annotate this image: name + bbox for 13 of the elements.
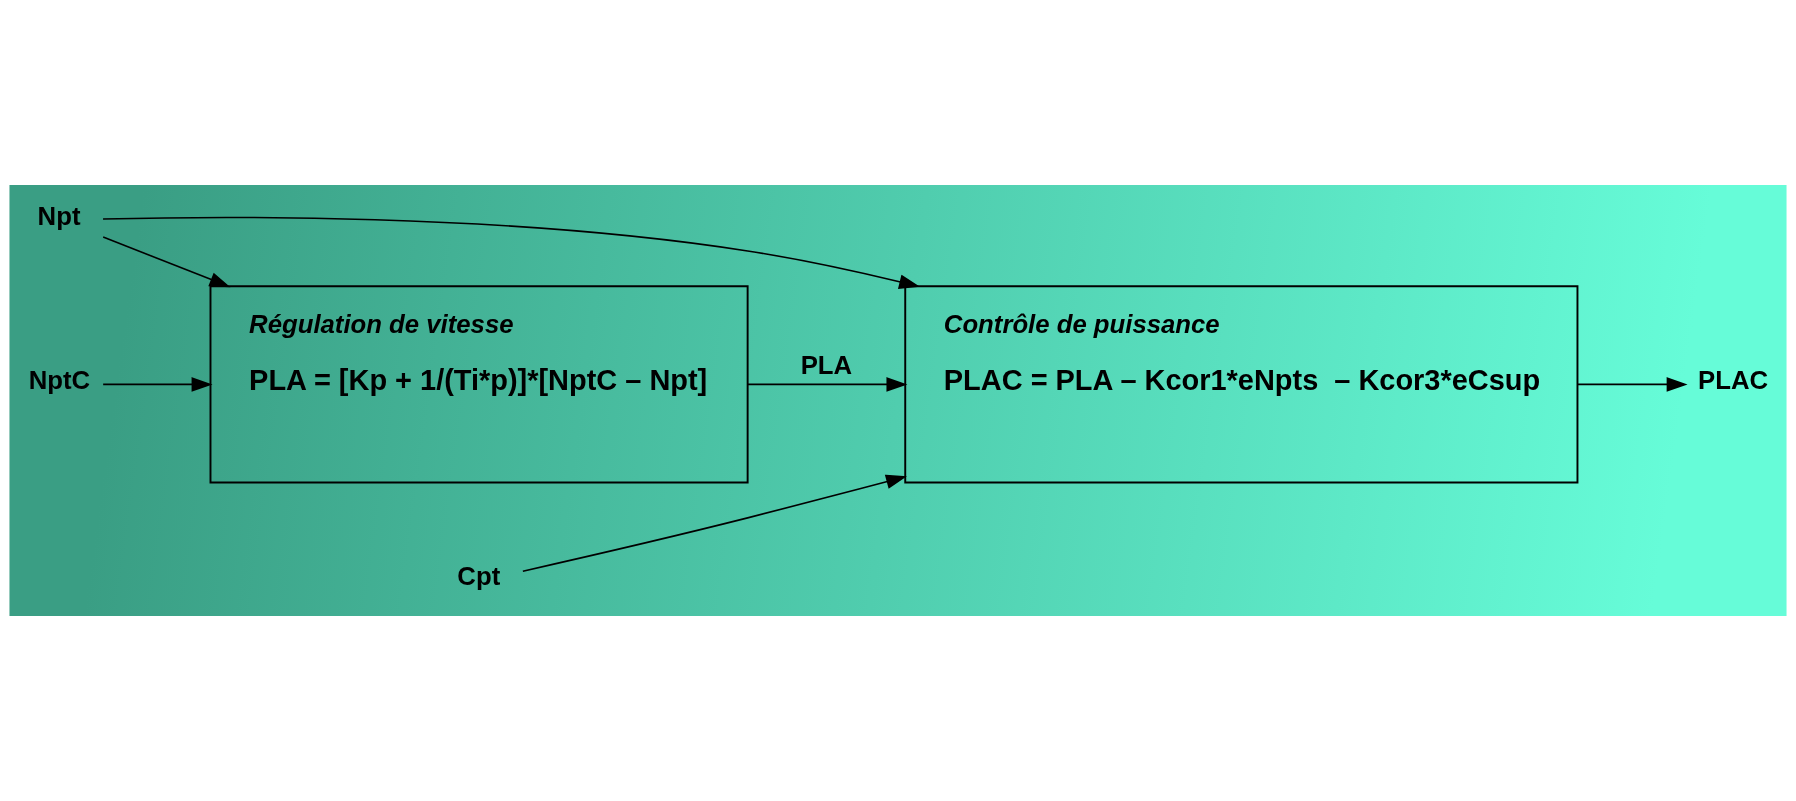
arrow — [522, 474, 907, 572]
arrow — [102, 236, 231, 288]
edge-label: PLA — [800, 351, 853, 380]
node-text: Npt — [37, 201, 81, 230]
arrow — [1577, 377, 1688, 392]
arrow — [102, 216, 920, 289]
arrow — [746, 377, 908, 392]
node-text: PLAC — [1698, 365, 1769, 394]
arrow — [102, 377, 213, 392]
node-box: Régulation de vitesse PLA = [Kp + 1/(Ti*p)]*[NptC – Npt] — [209, 285, 749, 484]
node-box: Contrôle de puissance PLAC = PLA – Kcor1*eNpts – Kcor3*eCsup — [904, 285, 1579, 484]
node-text: Cpt — [457, 562, 501, 591]
node-text: NptC — [28, 365, 91, 394]
